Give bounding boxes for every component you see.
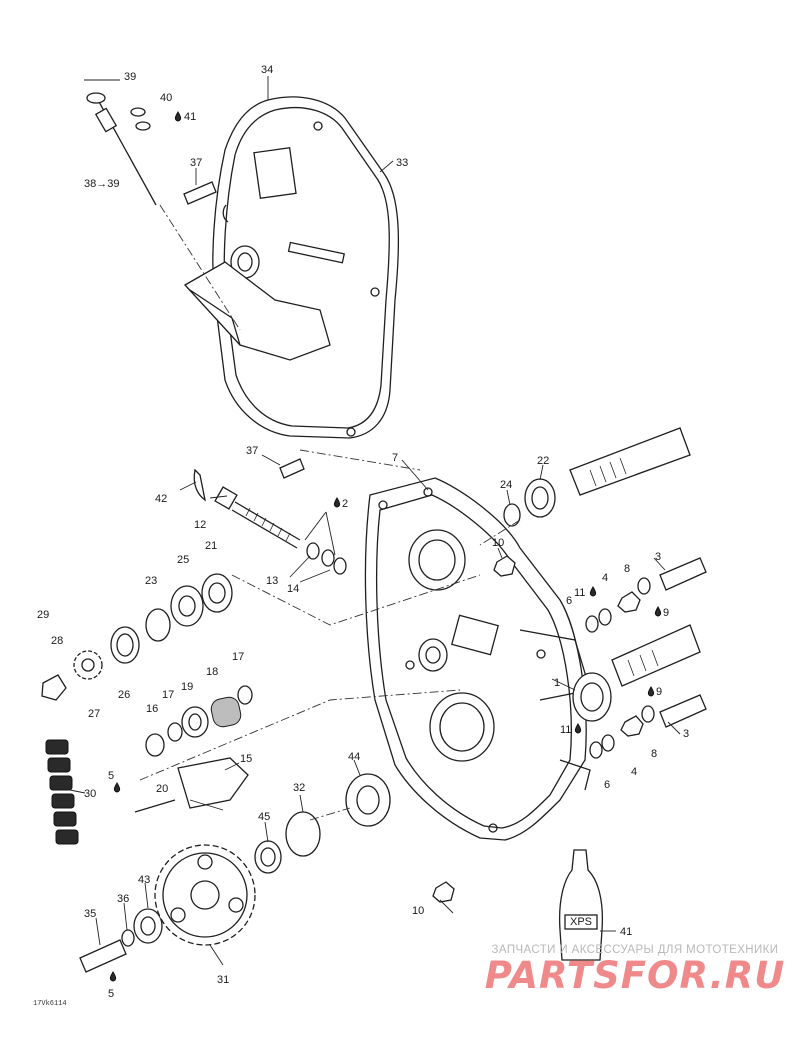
callout-22: 22 bbox=[537, 455, 549, 467]
leader-lines bbox=[69, 76, 681, 966]
chaincase-cover bbox=[183, 96, 400, 439]
callout-21: 21 bbox=[205, 540, 217, 552]
callout-33: 33 bbox=[396, 157, 408, 169]
callout-39: 39 bbox=[124, 71, 136, 83]
callout-34: 34 bbox=[261, 64, 273, 76]
callout-19: 19 bbox=[181, 681, 193, 693]
callout-37a: 37 bbox=[190, 157, 202, 169]
callout-17a: 17 bbox=[162, 689, 174, 701]
gears bbox=[41, 650, 256, 946]
callout-36: 36 bbox=[117, 893, 129, 905]
callout-32: 32 bbox=[293, 782, 305, 794]
callout-25: 25 bbox=[177, 554, 189, 566]
watermark: ЗАПЧАСТИ И АКСЕССУАРЫ ДЛЯ МОТОТЕХНИКИ PA… bbox=[480, 944, 790, 996]
callout-3b: 3 bbox=[683, 728, 689, 740]
callout-24: 24 bbox=[500, 479, 512, 491]
callout-5b: 5 bbox=[108, 988, 114, 1000]
chain-tensioner bbox=[134, 685, 253, 813]
callout-23: 23 bbox=[145, 575, 157, 587]
callout-20: 20 bbox=[156, 783, 168, 795]
callout-28: 28 bbox=[51, 635, 63, 647]
callout-10a: 10 bbox=[492, 537, 504, 549]
assembly-lines bbox=[139, 204, 521, 821]
callout-45: 45 bbox=[258, 811, 270, 823]
callout-12: 12 bbox=[194, 519, 206, 531]
callout-4b: 4 bbox=[631, 766, 637, 778]
callout-30: 30 bbox=[84, 788, 96, 800]
diagram-code: 17Vk6114 bbox=[33, 1000, 67, 1008]
callout-4a: 4 bbox=[602, 572, 608, 584]
drive-shafts bbox=[569, 427, 701, 687]
callout-17b: 17 bbox=[232, 651, 244, 663]
callout-27: 27 bbox=[88, 708, 100, 720]
callout-15: 15 bbox=[240, 753, 252, 765]
callout-3a: 3 bbox=[655, 551, 661, 563]
callout-37b: 37 bbox=[246, 445, 258, 457]
callout-1: 1 bbox=[554, 677, 560, 689]
chaincase-housing bbox=[364, 477, 591, 841]
watermark-subtitle: ЗАПЧАСТИ И АКСЕССУАРЫ ДЛЯ МОТОТЕХНИКИ bbox=[491, 944, 779, 956]
oil-bottle: XPS bbox=[558, 849, 604, 961]
callout-9a: 9 bbox=[663, 607, 669, 619]
callout-11a: 11 bbox=[574, 587, 585, 599]
adjuster-bolt bbox=[193, 468, 347, 575]
callout-40: 40 bbox=[160, 92, 172, 104]
callout-14: 14 bbox=[287, 583, 299, 595]
callout-9b: 9 bbox=[656, 686, 662, 698]
callout-38: 38→39 bbox=[84, 178, 119, 190]
callout-2: 2 bbox=[342, 498, 348, 510]
callout-6b: 6 bbox=[604, 779, 610, 791]
callout-11b: 11 bbox=[560, 724, 571, 736]
callout-8a: 8 bbox=[624, 563, 630, 575]
callout-41a: 41 bbox=[184, 111, 196, 123]
watermark-brand: PARTSFOR.RU bbox=[484, 954, 786, 997]
callout-29: 29 bbox=[37, 609, 49, 621]
seals-and-bearings bbox=[110, 478, 612, 947]
fasteners bbox=[79, 181, 707, 973]
dipstick-assembly bbox=[84, 79, 157, 206]
callout-6a: 6 bbox=[566, 595, 572, 607]
callout-26: 26 bbox=[118, 689, 130, 701]
callout-43: 43 bbox=[138, 874, 150, 886]
callout-42: 42 bbox=[155, 493, 167, 505]
drive-chain bbox=[45, 739, 79, 845]
callout-13: 13 bbox=[266, 575, 278, 587]
callout-5a: 5 bbox=[108, 770, 114, 782]
callout-41b: 41 bbox=[620, 926, 632, 938]
callout-7: 7 bbox=[392, 452, 398, 464]
callout-44: 44 bbox=[348, 751, 360, 763]
callout-16: 16 bbox=[146, 703, 158, 715]
callout-8b: 8 bbox=[651, 748, 657, 760]
bottle-label: XPS bbox=[570, 916, 592, 928]
callout-31: 31 bbox=[217, 974, 229, 986]
oil-drop-markers bbox=[109, 111, 662, 982]
callout-35: 35 bbox=[84, 908, 96, 920]
callout-18: 18 bbox=[206, 666, 218, 678]
callout-labels: 1 2 3 3 4 4 5 5 6 6 7 8 8 9 9 10 10 11 1… bbox=[37, 64, 689, 1000]
callout-10b: 10 bbox=[412, 905, 424, 917]
